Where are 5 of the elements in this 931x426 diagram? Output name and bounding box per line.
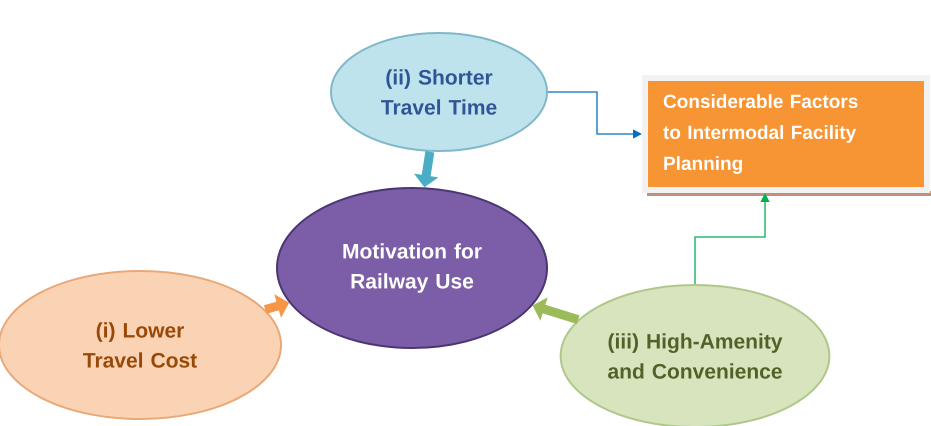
ellipse-node: (iii) High-Amenity and Convenience	[560, 284, 830, 426]
factor-box: Considerable Factors to Intermodal Facility Planning	[642, 75, 931, 196]
ellipse-node: Motivation for Railway Use	[276, 187, 548, 349]
ellipse-node: (ii) Shorter Travel Time	[330, 32, 548, 152]
ellipse-node: (i) Lower Travel Cost	[0, 270, 282, 420]
